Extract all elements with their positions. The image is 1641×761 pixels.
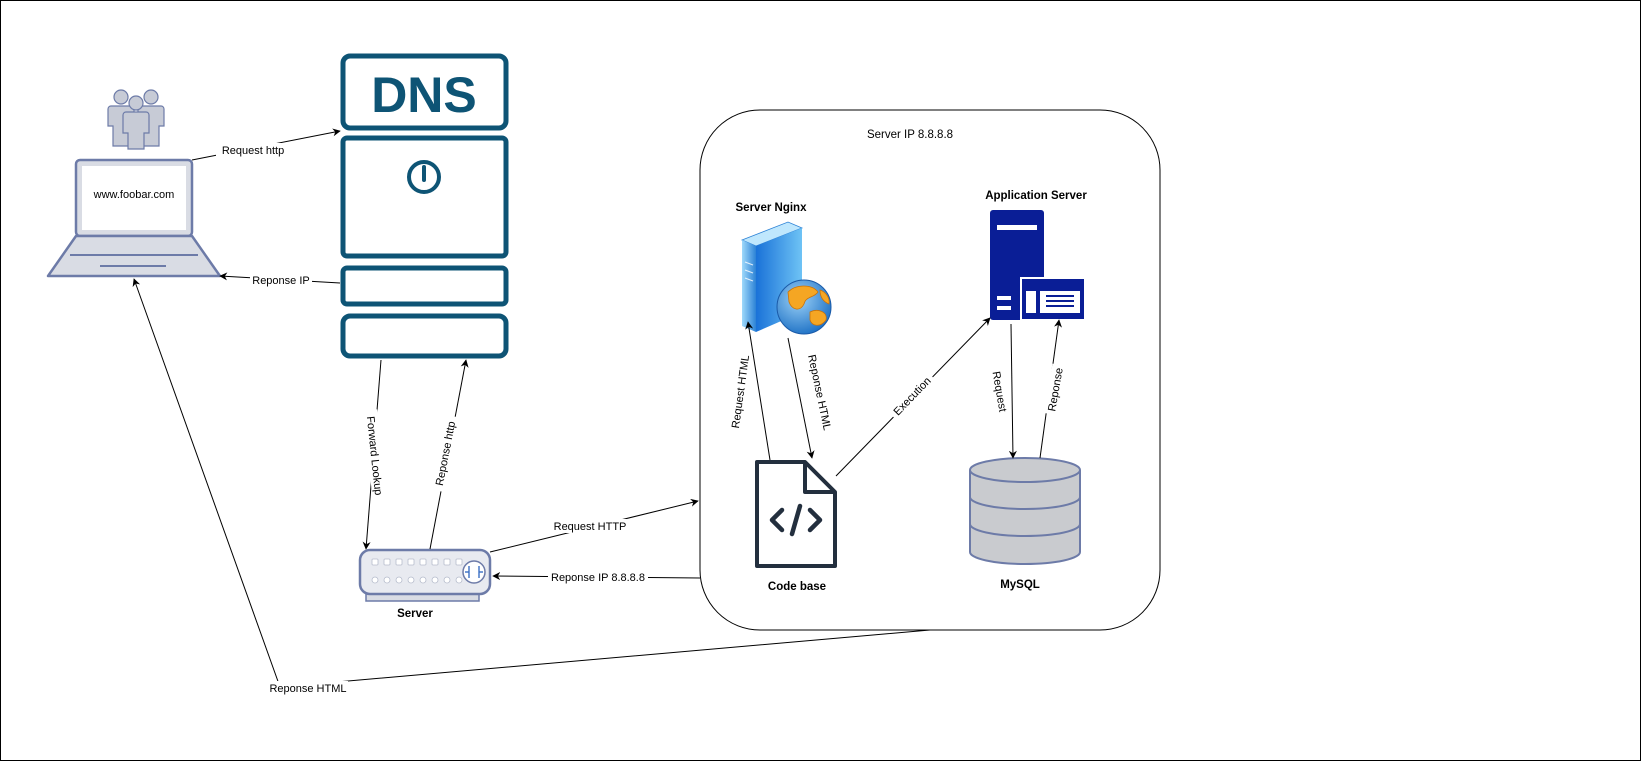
- app-server-label: Application Server: [985, 190, 1087, 202]
- edge-label-request-http-group: Request HTTP: [554, 521, 627, 533]
- application-server-icon[interactable]: [990, 210, 1086, 321]
- web-server-globe-icon[interactable]: [740, 221, 832, 335]
- edge-label-request-http: Request http: [222, 145, 284, 157]
- nginx-label: Server Nginx: [736, 202, 808, 214]
- dns-server-icon[interactable]: [340, 53, 509, 359]
- server-group-label: Server IP 8.8.8.8: [867, 129, 953, 141]
- router-label: Server: [397, 608, 433, 620]
- power-icon: [407, 160, 441, 194]
- edge-request-db: [1008, 323, 1017, 459]
- database-icon[interactable]: [969, 457, 1081, 565]
- codebase-label: Code base: [768, 581, 826, 593]
- router-icon[interactable]: [358, 548, 492, 602]
- dns-label: DNS: [371, 67, 477, 123]
- laptop-icon[interactable]: www.foobar.com: [46, 158, 222, 278]
- mysql-label: MySQL: [1000, 579, 1040, 591]
- edge-request-html: [745, 321, 771, 461]
- edge-reponse-html-codebase: [787, 337, 815, 459]
- users-group-icon: [107, 89, 165, 150]
- laptop-screen-text: www.foobar.com: [93, 189, 175, 201]
- code-brackets-icon: [769, 503, 823, 537]
- edge-label-reponse-ip: Reponse IP: [252, 275, 309, 287]
- edge-label-reponse-html: Reponse HTML: [269, 683, 346, 695]
- edge-label-reponse-ip-8888: Reponse IP 8.8.8.8: [551, 572, 645, 584]
